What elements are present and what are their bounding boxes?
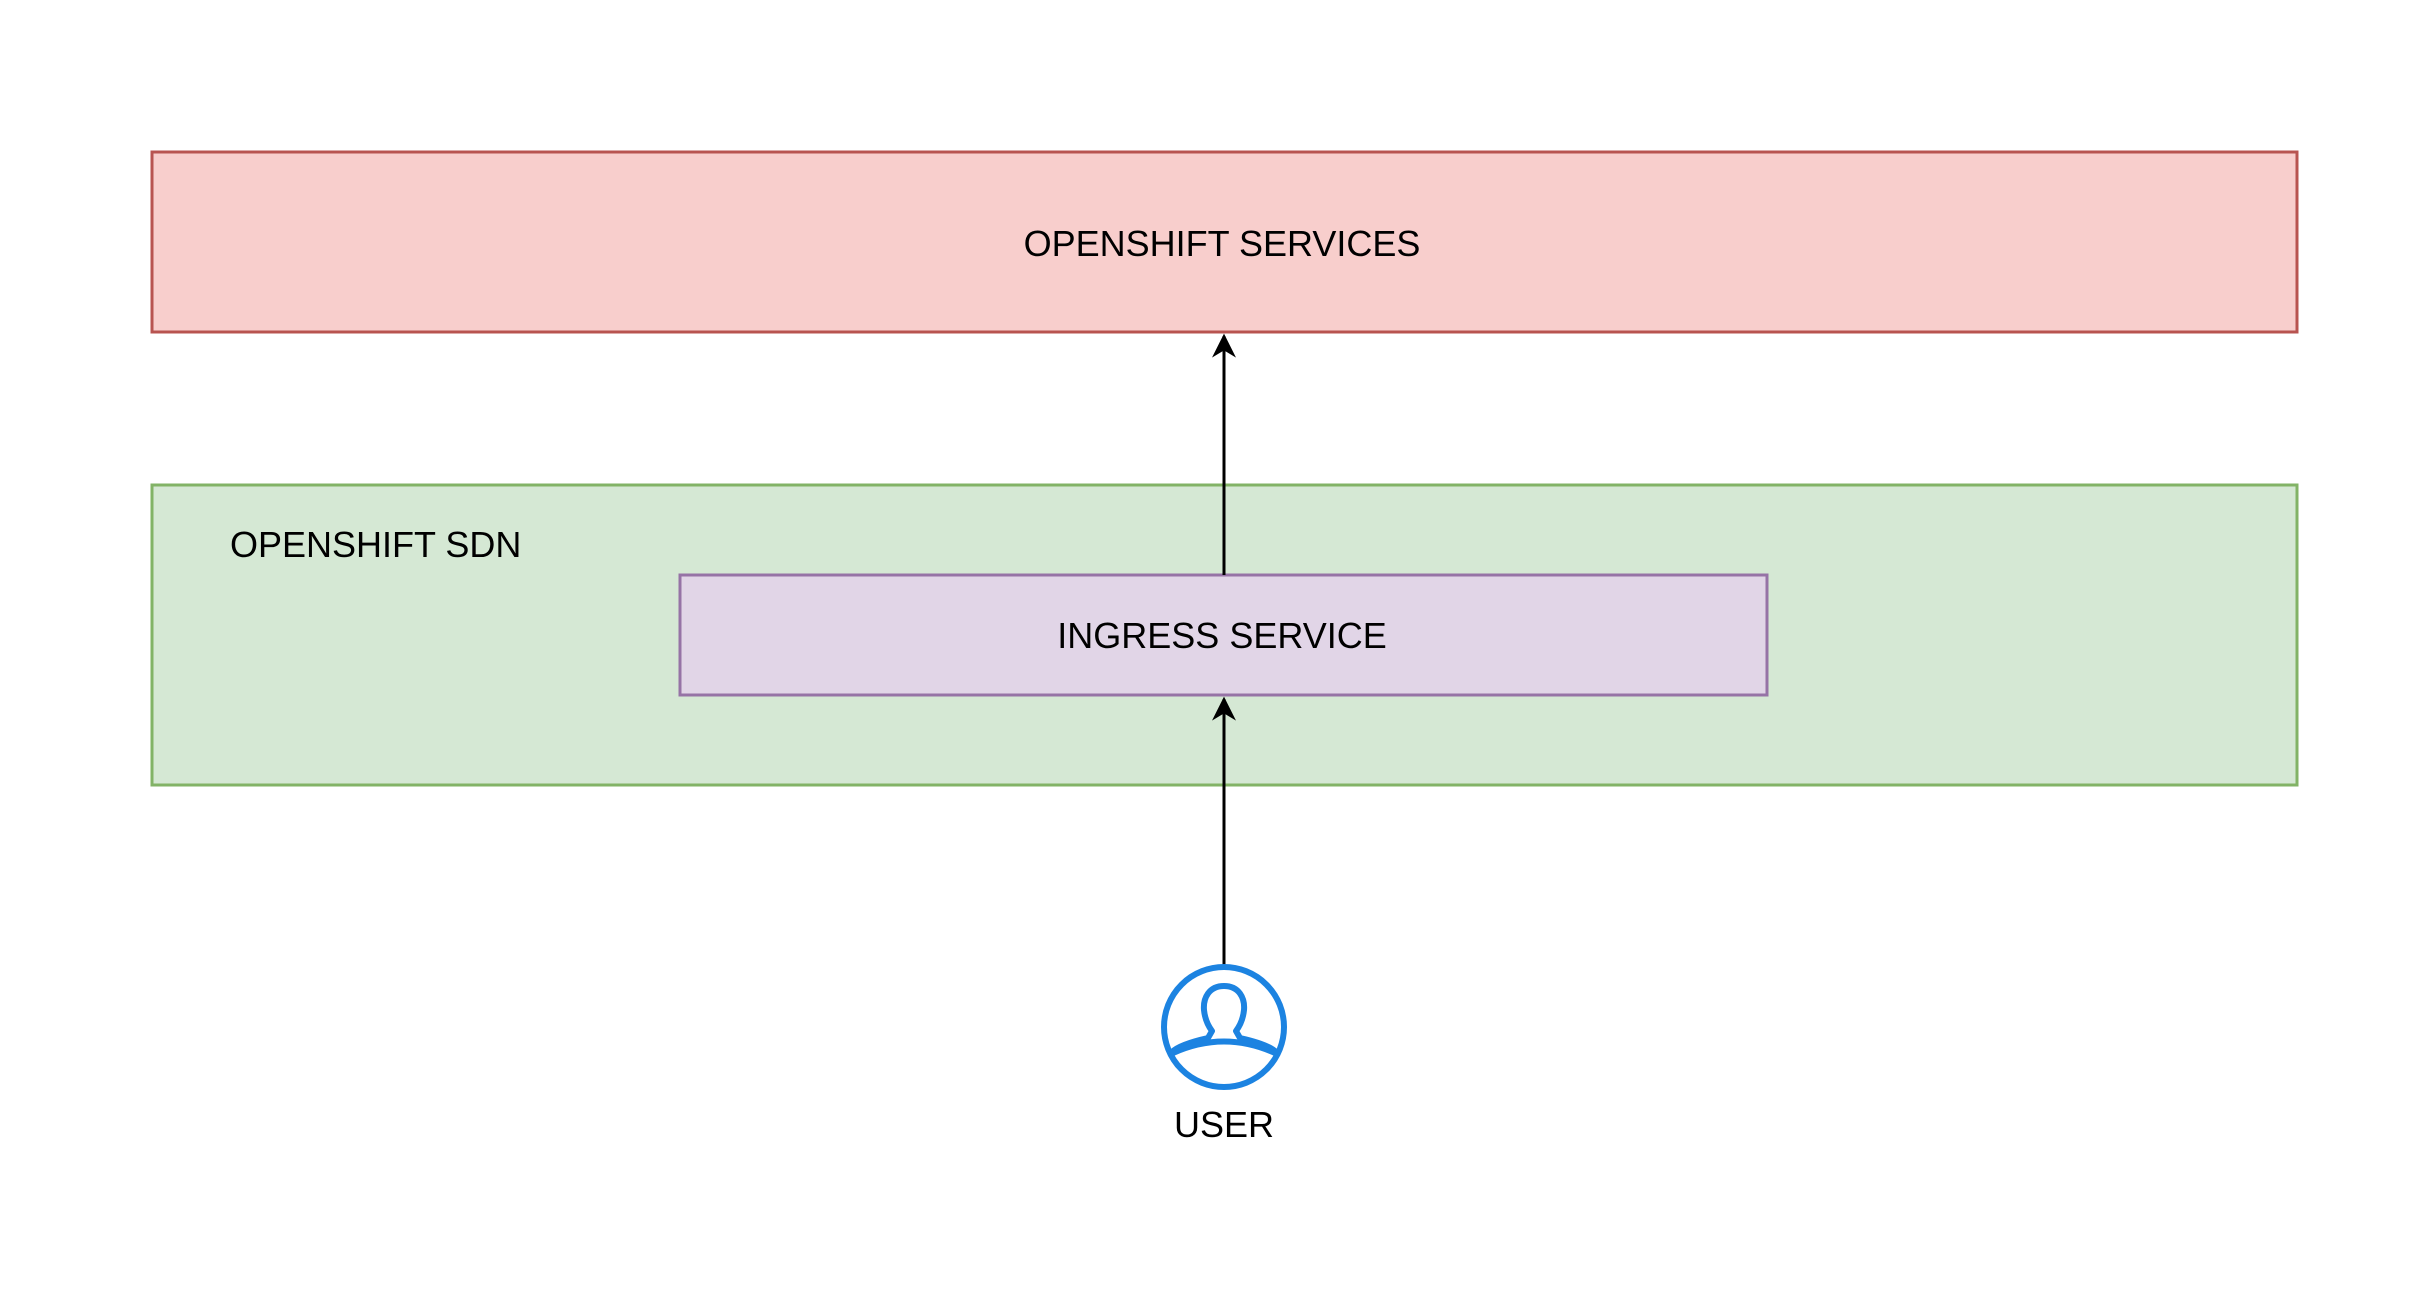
user-icon[interactable] bbox=[1161, 964, 1287, 1090]
user-label: USER bbox=[1174, 1104, 1274, 1145]
ingress-service-node[interactable]: INGRESS SERVICE bbox=[678, 573, 1769, 697]
ingress-service-box[interactable] bbox=[678, 573, 1769, 697]
ingress-service-label: INGRESS SERVICE bbox=[1057, 615, 1386, 656]
user-node[interactable]: USER bbox=[1161, 964, 1287, 1145]
openshift-services-node[interactable]: OPENSHIFT SERVICES bbox=[150, 150, 2299, 334]
openshift-services-box[interactable] bbox=[150, 150, 2299, 334]
openshift-sdn-label: OPENSHIFT SDN bbox=[230, 524, 521, 565]
openshift-services-label: OPENSHIFT SERVICES bbox=[1024, 223, 1421, 264]
